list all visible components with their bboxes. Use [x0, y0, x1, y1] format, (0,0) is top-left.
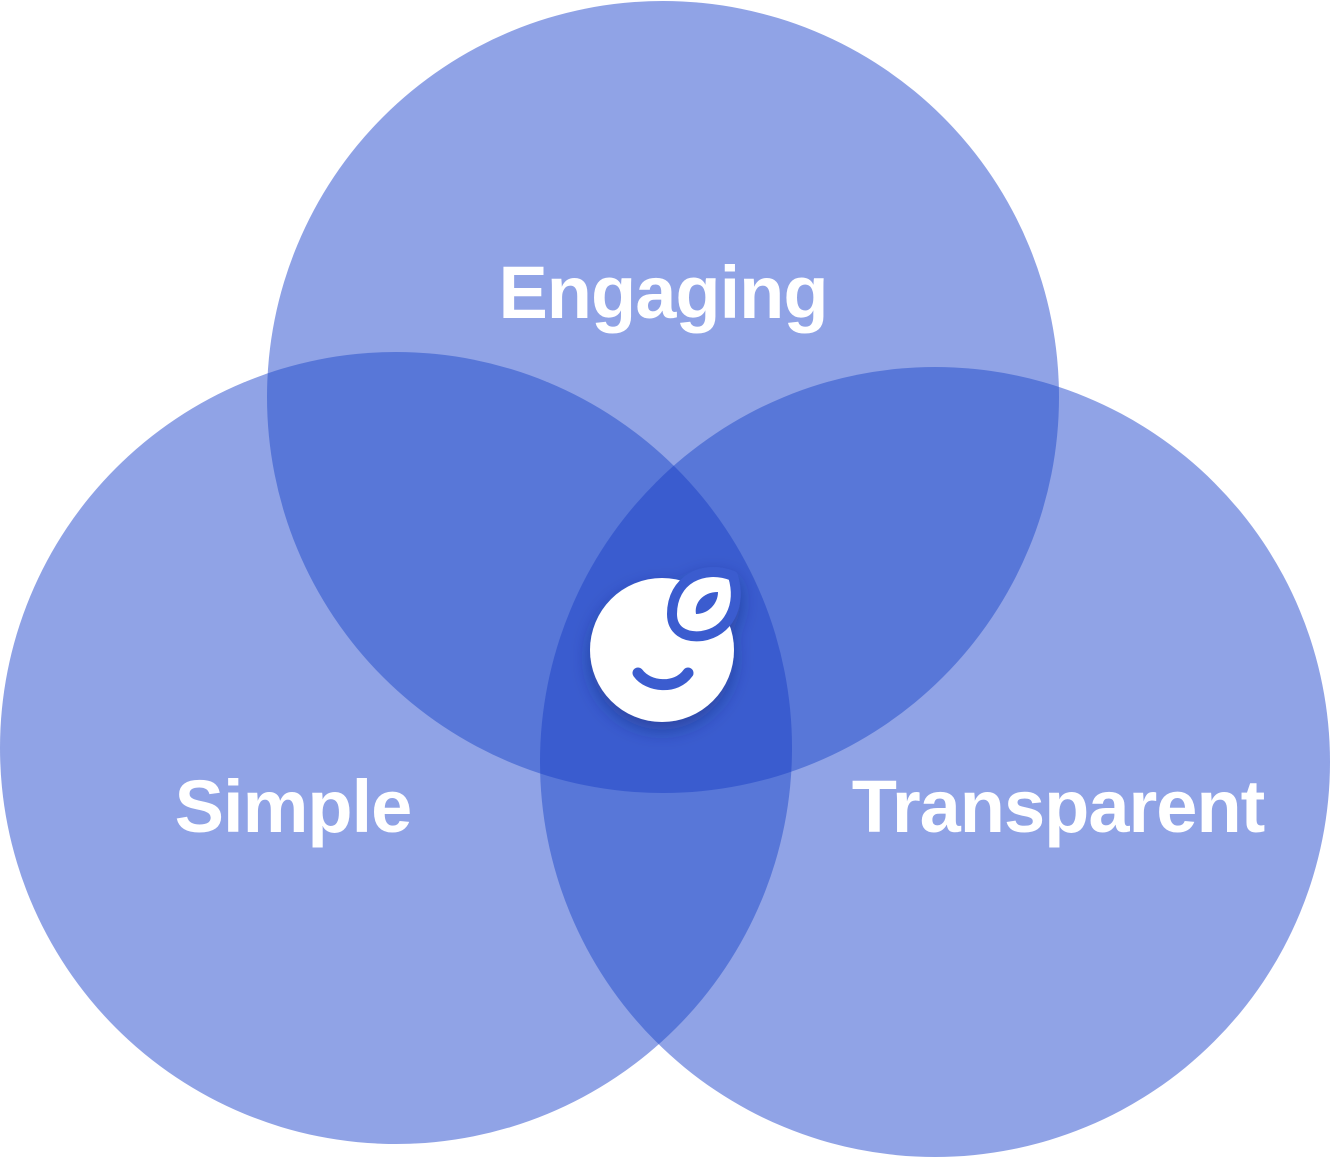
label-simple: Simple — [175, 765, 412, 848]
label-engaging: Engaging — [498, 251, 827, 334]
label-transparent: Transparent — [852, 765, 1265, 848]
smiling-leaf-logo-icon — [590, 567, 741, 722]
overlap-all-three — [540, 367, 792, 793]
